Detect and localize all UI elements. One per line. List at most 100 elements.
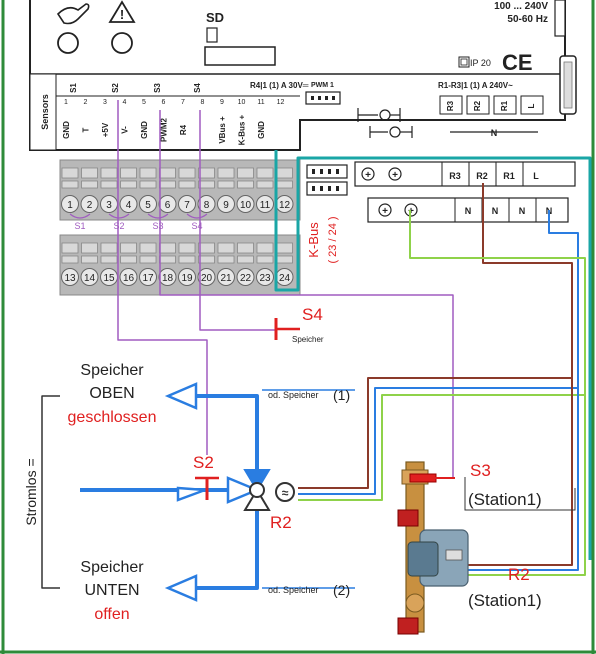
od-speicher-2-num: (2): [333, 582, 350, 598]
terminal-screw[interactable]: [61, 268, 79, 286]
terminal-screw[interactable]: [236, 268, 255, 286]
terminal-screw[interactable]: [61, 195, 79, 213]
wires: [41, 100, 592, 590]
upper-terminal-function: GND: [257, 121, 266, 139]
terminal-screw[interactable]: [217, 195, 235, 213]
pwm-label: PWM 1: [311, 82, 334, 89]
terminal-number: 1: [67, 200, 73, 211]
terminal-screw[interactable]: [197, 268, 216, 286]
terminal-screw[interactable]: [178, 195, 196, 213]
terminal-sensor-mark: S4: [191, 221, 202, 231]
upper-terminal-function: R4: [179, 124, 188, 135]
speicher-bottom-line2: UNTEN: [84, 582, 139, 599]
terminal-screw[interactable]: [119, 195, 138, 213]
terminal-number: 3: [106, 200, 112, 211]
pipe-top: [170, 394, 259, 470]
manual-button[interactable]: [57, 32, 79, 54]
terminal-screw[interactable]: [178, 268, 196, 286]
terminal-screw[interactable]: [256, 195, 274, 213]
terminal-number: 18: [162, 273, 174, 284]
terminal-screw[interactable]: [158, 195, 177, 213]
terminal-number: 10: [240, 200, 252, 211]
s3-label-bracket: [464, 477, 576, 511]
valve-motor-icon: [275, 482, 295, 502]
s3-label: S3: [470, 461, 491, 480]
s4-wire: [199, 110, 276, 331]
speicher-bottom-state: offen: [94, 606, 129, 623]
terminal-screw[interactable]: [158, 268, 177, 286]
service-button[interactable]: [111, 32, 133, 54]
terminal-number: 7: [184, 200, 190, 211]
upper-terminal-number: 8: [201, 99, 205, 106]
relay-n-label: N: [491, 128, 498, 138]
terminal-number: 23: [259, 273, 271, 284]
upper-terminal-function: +5V: [101, 122, 110, 137]
three-way-valve: ≈: [226, 469, 295, 511]
upper-terminal-number: 12: [277, 99, 285, 106]
terminal-screw[interactable]: [80, 195, 99, 213]
relay-legend-label: R1: [500, 100, 509, 111]
valve-handle-bottom[interactable]: [397, 617, 419, 635]
s2-sensor: [195, 476, 219, 500]
od-speicher-1: od. Speicher: [268, 390, 319, 400]
terminal-screw[interactable]: [236, 195, 255, 213]
relay-legend-label: L: [527, 103, 536, 108]
relay-terminal-label: R2: [476, 171, 488, 181]
upper-terminal-number: 3: [103, 99, 107, 106]
terminal-screw[interactable]: [256, 268, 274, 286]
upper-terminal-number: 6: [162, 99, 166, 106]
terminal-number: 21: [220, 273, 232, 284]
frequency-label: 50-60 Hz: [507, 14, 548, 25]
ce-mark: CE: [502, 50, 533, 75]
pe-terminal-icon: [361, 167, 375, 181]
terminal-screw[interactable]: [119, 268, 138, 286]
upper-terminal-function: V-: [121, 126, 130, 134]
arrow-inlet: [176, 486, 206, 502]
upper-terminal-function: PWM2: [160, 117, 169, 142]
pwm-connector: [305, 91, 341, 105]
r2-pump-label: R2: [508, 565, 530, 584]
terminal-number: 9: [223, 200, 229, 211]
s4-sensor: [274, 318, 300, 340]
sensor-header-4: S4: [193, 83, 202, 93]
terminal-screw[interactable]: [197, 195, 216, 213]
sd-label: SD: [206, 10, 224, 25]
pe-wire-pump: [468, 395, 586, 576]
s4-sub-label: Speicher: [292, 335, 324, 344]
relay-n-terminal-label: N: [465, 206, 472, 216]
speicher-top-state: geschlossen: [68, 409, 157, 426]
upper-terminal-number: 10: [238, 99, 246, 106]
ip-rating: IP 20: [470, 58, 491, 68]
speicher-top-line1: Speicher: [80, 362, 144, 379]
relay-n-terminal-label: N: [492, 206, 499, 216]
terminal-screw[interactable]: [139, 195, 157, 213]
sd-slot[interactable]: [204, 46, 276, 66]
relay-legend-label: R3: [446, 100, 455, 111]
arrow-bottom: [164, 574, 198, 602]
terminal-screw[interactable]: [217, 268, 235, 286]
warning-icon: [108, 0, 136, 23]
terminal-screw[interactable]: [139, 268, 157, 286]
pe-wire-valve: [298, 210, 586, 501]
n-wire-pump: [468, 388, 579, 571]
terminal-number: 6: [165, 200, 171, 211]
upper-terminal-number: 9: [220, 99, 224, 106]
stromlos-bracket: [41, 395, 60, 589]
terminal-screw[interactable]: [80, 268, 99, 286]
speicher-bottom-line1: Speicher: [80, 559, 144, 576]
kbus-terminals: ( 23 / 24 ): [327, 216, 339, 263]
valve-handle-top[interactable]: [397, 509, 419, 527]
terminal-sensor-mark: S3: [152, 221, 163, 231]
terminal-sensor-mark: S2: [113, 221, 124, 231]
arrow-top: [164, 382, 198, 410]
terminal-number: 24: [279, 273, 291, 284]
voltage-label: 100 ... 240V: [494, 1, 548, 12]
sensor-header-2: S2: [111, 83, 120, 93]
svg-text:+: +: [392, 170, 398, 181]
pipe-bottom: [170, 510, 259, 590]
terminal-number: 2: [87, 200, 93, 211]
